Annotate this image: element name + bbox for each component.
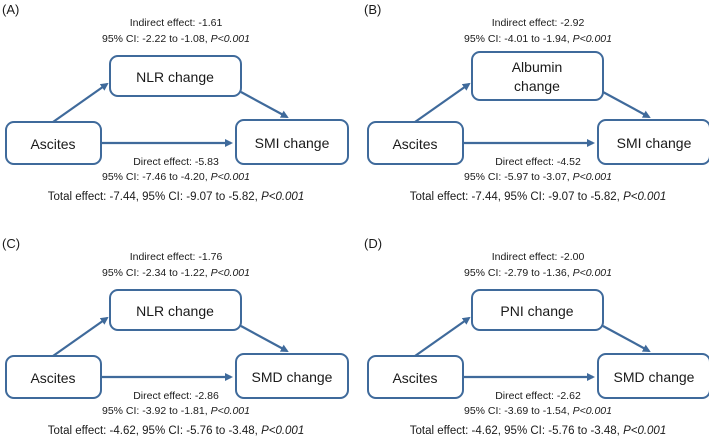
panel-a: (A) Indirect effect: -1.61 95% CI: -2.22 t… xyxy=(2,2,349,203)
direct-effect-ci-text: 95% CI: -5.97 to -3.07, xyxy=(464,171,573,183)
arrow-mediator-to-outcome xyxy=(240,91,289,118)
direct-effect-label: Direct effect: -2.62 xyxy=(495,390,581,402)
indirect-effect-ci-text: 95% CI: -2.22 to -1.08, xyxy=(102,33,211,45)
indirect-effect-ci: 95% CI: -2.34 to -1.22, P<0.001 xyxy=(102,267,250,279)
mediator-label-line1: Albumin xyxy=(512,59,563,75)
indirect-effect-ci: 95% CI: -4.01 to -1.94, P<0.001 xyxy=(464,33,612,45)
total-effect-p-value: P<0.001 xyxy=(623,191,666,203)
outcome-label: SMD change xyxy=(614,369,695,385)
outcome-label: SMI change xyxy=(255,135,330,151)
arrow-mediator-to-outcome xyxy=(602,91,651,118)
indirect-effect-ci-p-value: P<0.001 xyxy=(573,267,612,279)
direct-effect-label: Direct effect: -2.86 xyxy=(133,390,219,402)
indirect-effect-label: Indirect effect: -2.00 xyxy=(492,251,585,263)
indirect-effect-ci: 95% CI: -2.79 to -1.36, P<0.001 xyxy=(464,267,612,279)
panel-label: (D) xyxy=(364,236,382,251)
total-effect-p-value: P<0.001 xyxy=(261,191,304,203)
outcome-box xyxy=(235,119,349,165)
total-effect-p-value: P<0.001 xyxy=(261,425,304,437)
indirect-effect-label: Indirect effect: -1.76 xyxy=(130,251,223,263)
mediator-box xyxy=(471,289,604,331)
mediator-box xyxy=(471,51,604,101)
direct-effect-ci: 95% CI: -3.92 to -1.81, P<0.001 xyxy=(102,405,250,417)
mediator-label: PNI change xyxy=(500,303,573,319)
arrow-mediator-to-outcome xyxy=(602,325,651,352)
exposure-label: Ascites xyxy=(392,136,437,152)
indirect-effect-ci-p-value: P<0.001 xyxy=(573,33,612,45)
direct-effect-label: Direct effect: -4.52 xyxy=(495,156,581,168)
arrow-exposure-to-mediator xyxy=(52,316,109,357)
direct-effect-ci: 95% CI: -3.69 to -1.54, P<0.001 xyxy=(464,405,612,417)
outcome-label: SMI change xyxy=(617,135,692,151)
mediator-label: NLR change xyxy=(136,69,214,85)
arrow-mediator-to-outcome xyxy=(240,325,289,352)
arrow-exposure-to-mediator xyxy=(414,82,471,123)
direct-effect-ci-text: 95% CI: -3.92 to -1.81, xyxy=(102,405,211,417)
outcome-box xyxy=(597,119,709,165)
direct-effect-ci-text: 95% CI: -7.46 to -4.20, xyxy=(102,171,211,183)
direct-effect-label: Direct effect: -5.83 xyxy=(133,156,219,168)
indirect-effect-ci-text: 95% CI: -2.34 to -1.22, xyxy=(102,267,211,279)
total-effect: Total effect: -4.62, 95% CI: -5.76 to -3… xyxy=(410,425,666,437)
mediator-label-line2: change xyxy=(514,78,560,94)
panel-b: (B) Indirect effect: -2.92 95% CI: -4.01 t… xyxy=(364,2,709,203)
direct-effect-ci-p-value: P<0.001 xyxy=(211,171,250,183)
exposure-label: Ascites xyxy=(30,370,75,386)
panel-label: (C) xyxy=(2,236,20,251)
indirect-effect-ci-p-value: P<0.001 xyxy=(211,267,250,279)
exposure-label: Ascites xyxy=(392,370,437,386)
total-effect-text: Total effect: -4.62, 95% CI: -5.76 to -3… xyxy=(48,425,261,437)
direct-effect-ci-text: 95% CI: -3.69 to -1.54, xyxy=(464,405,573,417)
direct-effect-ci-p-value: P<0.001 xyxy=(573,405,612,417)
exposure-label: Ascites xyxy=(30,136,75,152)
total-effect-p-value: P<0.001 xyxy=(623,425,666,437)
indirect-effect-ci: 95% CI: -2.22 to -1.08, P<0.001 xyxy=(102,33,250,45)
indirect-effect-ci-p-value: P<0.001 xyxy=(211,33,250,45)
arrow-exposure-to-mediator xyxy=(414,316,471,357)
mediator-box xyxy=(109,289,242,331)
panel-c: (C) Indirect effect: -1.76 95% CI: -2.34 t… xyxy=(2,236,349,437)
direct-effect-ci: 95% CI: -5.97 to -3.07, P<0.001 xyxy=(464,171,612,183)
total-effect: Total effect: -4.62, 95% CI: -5.76 to -3… xyxy=(48,425,304,437)
indirect-effect-label: Indirect effect: -2.92 xyxy=(492,17,585,29)
mediator-box xyxy=(109,55,242,97)
indirect-effect-ci-text: 95% CI: -4.01 to -1.94, xyxy=(464,33,573,45)
direct-effect-ci-p-value: P<0.001 xyxy=(211,405,250,417)
mediator-label: NLR change xyxy=(136,303,214,319)
panel-label: (A) xyxy=(2,2,19,17)
outcome-box xyxy=(235,353,349,399)
total-effect-text: Total effect: -7.44, 95% CI: -9.07 to -5… xyxy=(410,191,623,203)
indirect-effect-label: Indirect effect: -1.61 xyxy=(130,17,223,29)
direct-effect-ci: 95% CI: -7.46 to -4.20, P<0.001 xyxy=(102,171,250,183)
panel-d: (D) Indirect effect: -2.00 95% CI: -2.79 t… xyxy=(364,236,709,437)
direct-effect-ci-p-value: P<0.001 xyxy=(573,171,612,183)
total-effect-text: Total effect: -4.62, 95% CI: -5.76 to -3… xyxy=(410,425,623,437)
total-effect: Total effect: -7.44, 95% CI: -9.07 to -5… xyxy=(48,191,304,203)
arrow-exposure-to-mediator xyxy=(52,82,109,123)
outcome-label: SMD change xyxy=(252,369,333,385)
total-effect: Total effect: -7.44, 95% CI: -9.07 to -5… xyxy=(410,191,666,203)
outcome-box xyxy=(597,353,709,399)
panel-label: (B) xyxy=(364,2,381,17)
indirect-effect-ci-text: 95% CI: -2.79 to -1.36, xyxy=(464,267,573,279)
total-effect-text: Total effect: -7.44, 95% CI: -9.07 to -5… xyxy=(48,191,261,203)
